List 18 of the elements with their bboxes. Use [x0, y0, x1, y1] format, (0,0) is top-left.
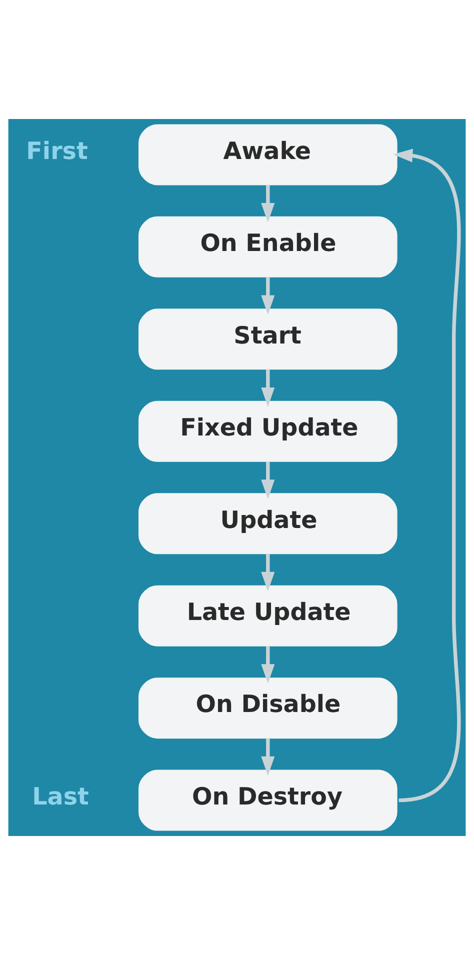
arrow [393, 148, 461, 802]
node-box: On Enable [138, 216, 398, 278]
node-box: Update [138, 493, 398, 554]
node-label: Last [32, 782, 89, 810]
arrow [261, 184, 275, 222]
node-box: Awake [138, 124, 398, 186]
arrow [261, 738, 275, 776]
arrow [261, 277, 275, 315]
node-box: Late Update [138, 585, 398, 646]
node-box: On Destroy [138, 770, 398, 831]
node-box: On Disable [138, 678, 398, 739]
arrow [261, 646, 275, 684]
node-label: First [26, 136, 88, 165]
node-box: Fixed Update [138, 400, 398, 462]
arrow [261, 554, 275, 592]
arrow [261, 462, 275, 500]
arrow [261, 369, 275, 407]
node-box: Start [138, 308, 398, 370]
